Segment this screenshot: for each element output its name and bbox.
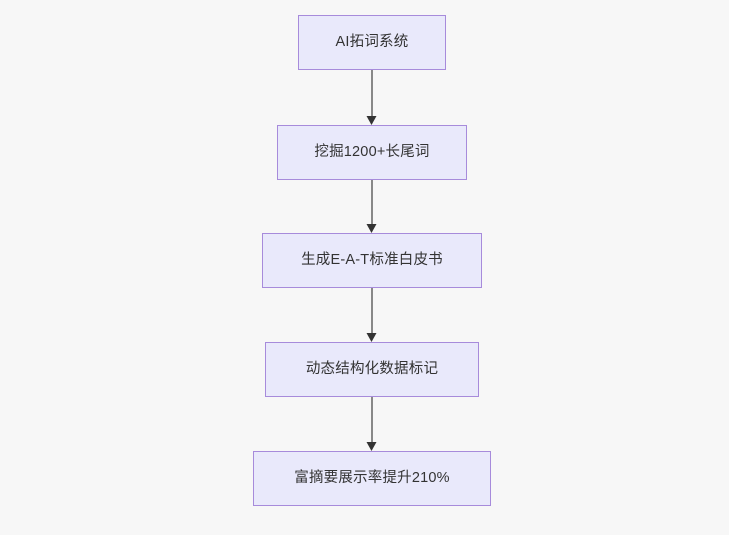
edge-line bbox=[371, 397, 373, 443]
arrow-head-icon bbox=[366, 442, 377, 451]
arrow-head-icon bbox=[366, 333, 377, 342]
flowchart-node-5[interactable]: 富摘要展示率提升210% bbox=[253, 451, 491, 506]
flowchart-node-5-label: 富摘要展示率提升210% bbox=[294, 469, 450, 486]
edge-line bbox=[371, 180, 373, 225]
flowchart-node-2-label: 挖掘1200+长尾词 bbox=[314, 143, 430, 160]
flowchart-node-1[interactable]: AI拓词系统 bbox=[298, 15, 446, 70]
arrow-head-icon bbox=[366, 116, 377, 125]
flowchart-node-2[interactable]: 挖掘1200+长尾词 bbox=[277, 125, 467, 180]
flowchart-node-3-label: 生成E-A-T标准白皮书 bbox=[301, 251, 443, 268]
edge-line bbox=[371, 70, 373, 117]
edge-line bbox=[371, 288, 373, 334]
flowchart-node-1-label: AI拓词系统 bbox=[335, 33, 409, 50]
flowchart-node-4-label: 动态结构化数据标记 bbox=[305, 360, 439, 377]
flowchart-node-3[interactable]: 生成E-A-T标准白皮书 bbox=[262, 233, 482, 288]
arrow-head-icon bbox=[366, 224, 377, 233]
flowchart-node-4[interactable]: 动态结构化数据标记 bbox=[265, 342, 479, 397]
